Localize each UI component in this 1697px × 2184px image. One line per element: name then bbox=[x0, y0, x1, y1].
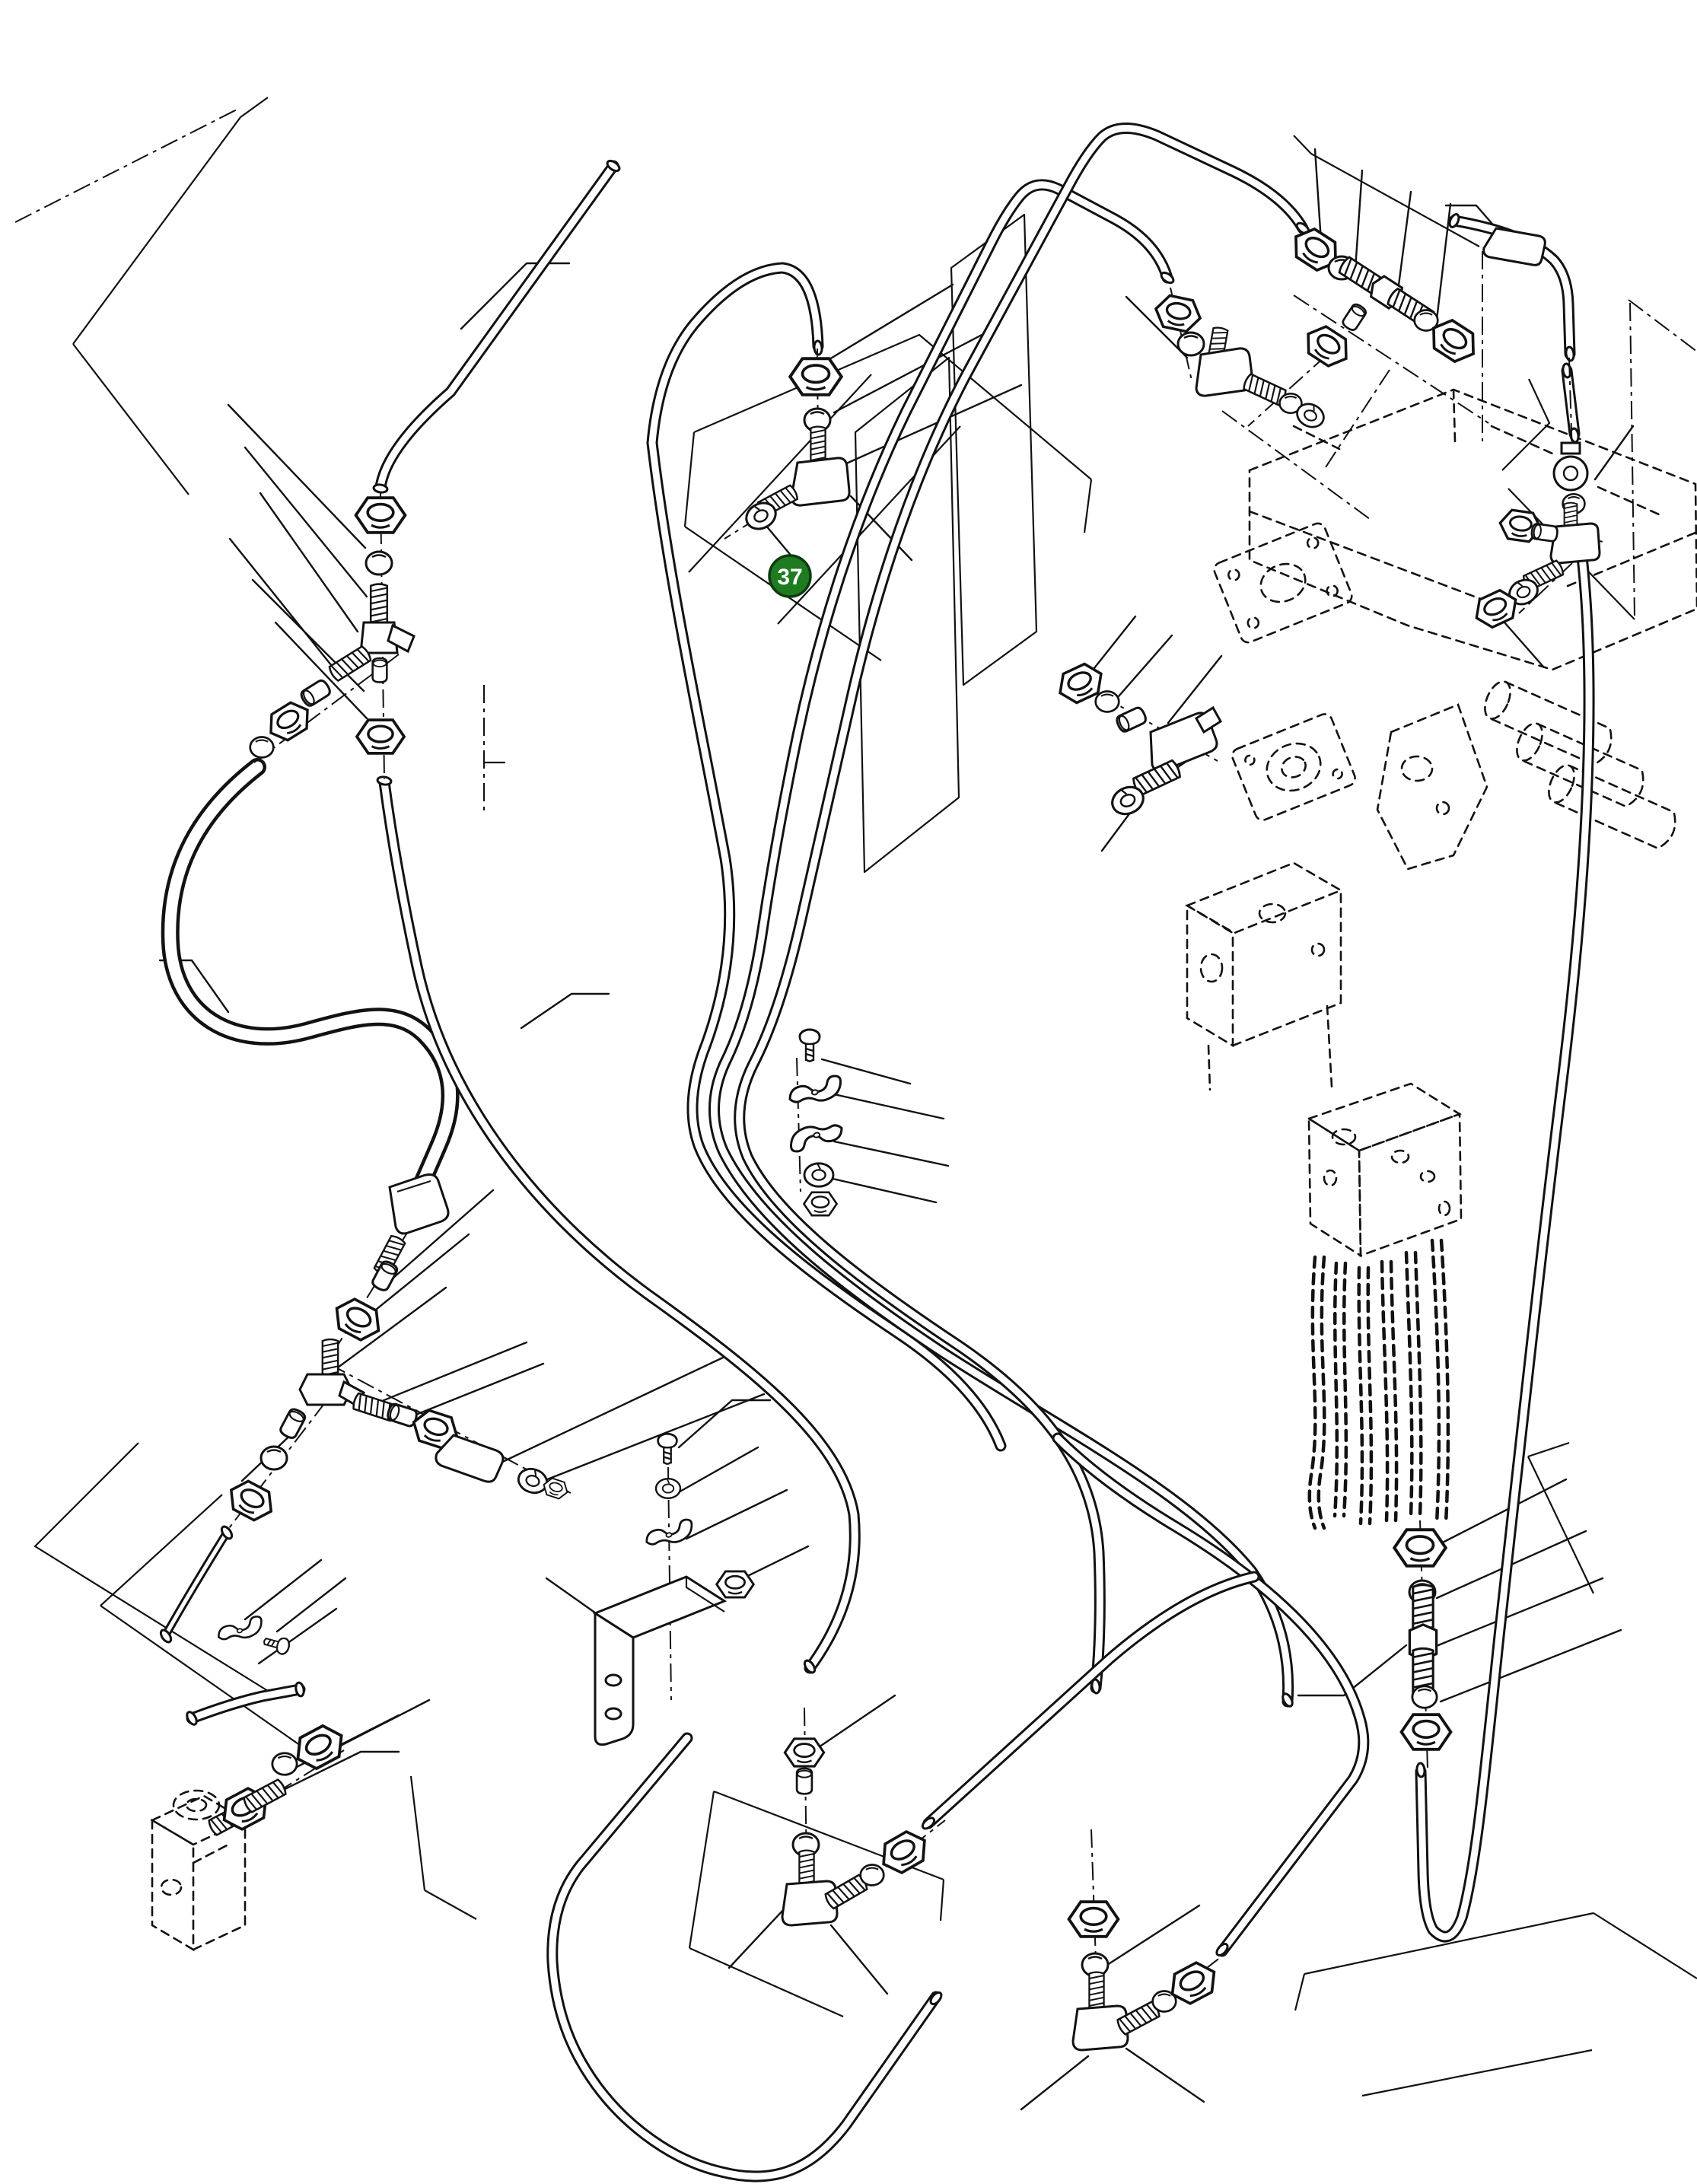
hose-end-coupling-left bbox=[372, 1173, 450, 1278]
union-fitting-bottom-left bbox=[206, 1718, 352, 1837]
clamp-assembly-left-small bbox=[215, 1614, 292, 1657]
bracket-assembly-bottom bbox=[592, 1432, 755, 1746]
valve-block-phantom-bottom-left bbox=[150, 1789, 247, 1952]
coupler-union-stack-right bbox=[1393, 1528, 1453, 1751]
elbow-assembly-upper-right bbox=[1151, 291, 1329, 433]
callout-37[interactable]: 37 bbox=[768, 554, 812, 598]
tee-fitting-assembly-upper-left bbox=[249, 496, 415, 759]
tee-fitting-assembly-lower-left bbox=[222, 1258, 571, 1527]
control-valve-phantom bbox=[1213, 388, 1697, 871]
leader-lines bbox=[158, 148, 1635, 2111]
valve-spool-cylinders bbox=[1484, 680, 1676, 850]
valve-fittings-right-edge bbox=[1469, 227, 1601, 633]
tee-fitting-assembly-mid-right bbox=[1052, 657, 1222, 820]
remote-coupler-block-phantom bbox=[1307, 1082, 1463, 1258]
coupler-hoses-phantom bbox=[1307, 1238, 1450, 1530]
elbow-assembly-center-37 bbox=[740, 357, 851, 536]
clamp-assembly-center bbox=[785, 1028, 846, 1217]
elbow-assembly-bottom-right bbox=[1067, 1900, 1224, 2052]
callout-37-label: 37 bbox=[777, 565, 802, 590]
callout-37-circle[interactable] bbox=[768, 554, 812, 598]
tee-fitting-assembly-top-right bbox=[1285, 221, 1484, 374]
elbow-assembly-bottom-center bbox=[781, 1737, 934, 1927]
valve-sub-block-phantom bbox=[1185, 861, 1343, 1091]
